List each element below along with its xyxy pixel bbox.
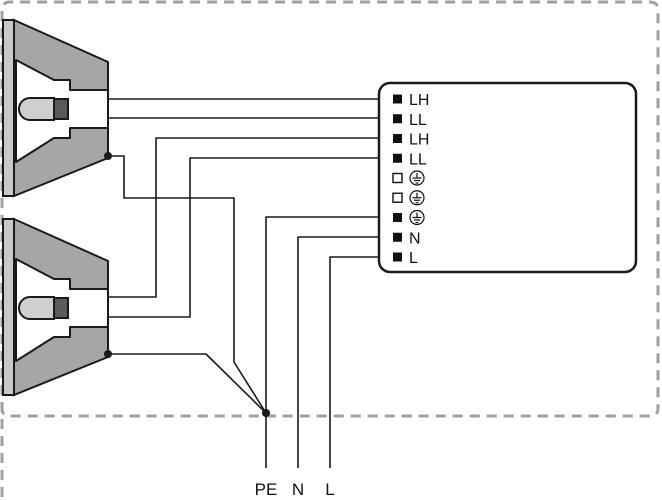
supply-label-n: N	[292, 480, 304, 499]
ballast-box	[377, 81, 638, 274]
lamp-pin	[18, 97, 55, 121]
lamp-holder-top	[2, 18, 109, 198]
terminal-2-square	[393, 114, 402, 124]
junction-dot	[104, 152, 112, 160]
wire-l	[329, 256, 392, 468]
wire-earth-holder-2	[108, 353, 267, 414]
lamp-holder-bottom	[2, 217, 109, 397]
earth-icon	[409, 209, 425, 226]
wire-earth-holder-1	[108, 155, 267, 414]
terminal-block: LH LL LH LL NL	[392, 92, 429, 267]
supply-label-l: L	[325, 480, 334, 499]
wire-n	[297, 236, 392, 468]
terminal-9-label: L	[409, 250, 418, 267]
lamp-pin	[18, 296, 55, 320]
terminal-4-square	[393, 153, 402, 163]
lamp-pin-base	[53, 98, 69, 120]
terminal-8-label: N	[409, 230, 421, 247]
terminal-8-square	[393, 232, 402, 242]
terminal-5-square	[392, 172, 403, 184]
terminal-3-square	[393, 134, 402, 143]
lamp-tube-end	[2, 218, 15, 396]
lamp-pin-base	[53, 297, 69, 319]
junction-dot	[262, 409, 270, 417]
terminal-6-square	[392, 192, 403, 203]
earth-icon	[409, 190, 425, 206]
wire-ll2	[108, 157, 392, 318]
terminal-2-label: LL	[409, 112, 427, 129]
supply-label-pe: PE	[255, 480, 278, 499]
lamp-tube-end	[2, 19, 15, 197]
terminal-1-square	[393, 94, 402, 104]
terminal-1-label: LH	[409, 92, 429, 109]
earth-icon	[409, 170, 425, 186]
wire-pe	[265, 216, 392, 468]
terminal-7-square	[393, 213, 402, 222]
wire-lh2	[108, 137, 392, 298]
terminal-3-label: LH	[409, 132, 429, 149]
terminal-4-label: LL	[409, 151, 427, 168]
junction-dot	[104, 350, 112, 358]
terminal-9-square	[393, 252, 402, 262]
